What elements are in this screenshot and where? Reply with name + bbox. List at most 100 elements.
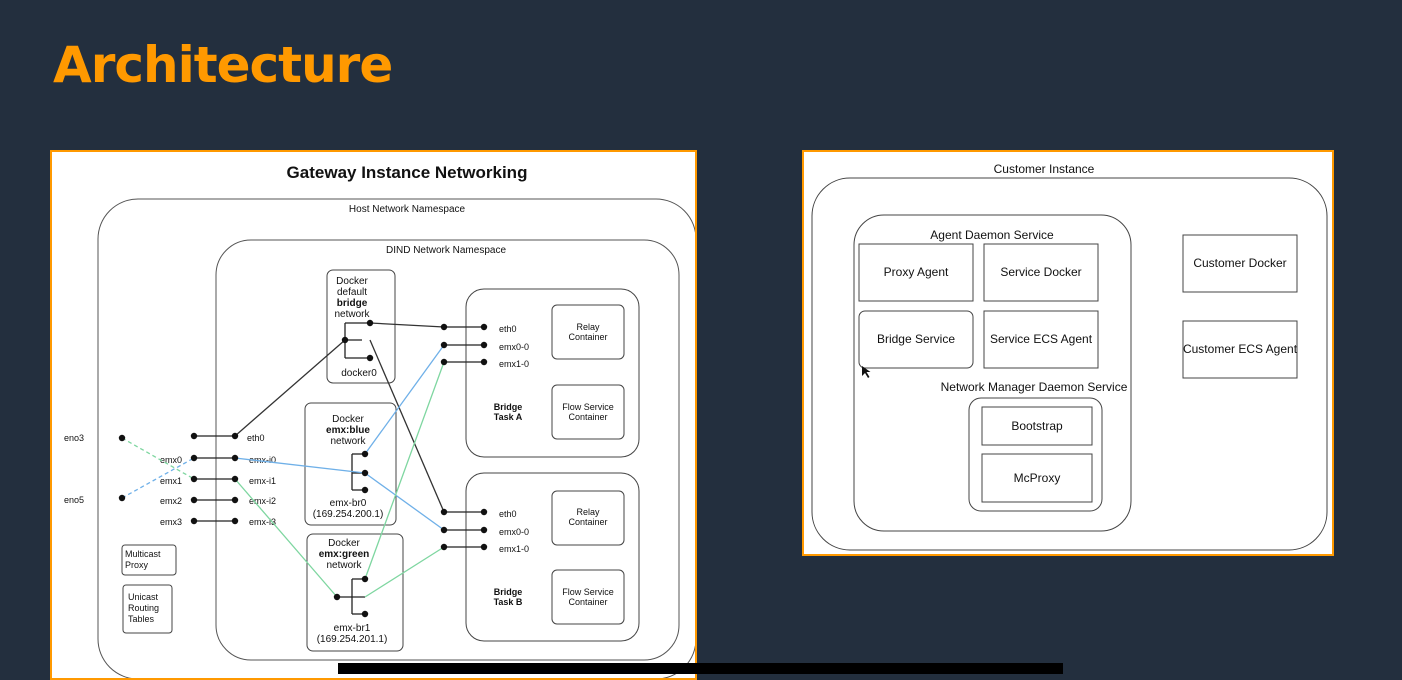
docker-green-line3: network xyxy=(326,560,362,571)
emx-br1-ip: (169.254.201.1) xyxy=(317,634,388,645)
link-docker0-taskA-eth0 xyxy=(369,322,445,328)
docker-blue-line1: Docker xyxy=(332,414,364,425)
dot-d-emx-i3 xyxy=(231,517,239,525)
docker-default-line3: bridge xyxy=(337,298,368,309)
task-a-label-line2: Task A xyxy=(494,412,523,422)
dot-ta-5 xyxy=(480,341,488,349)
link-green-taskB xyxy=(364,546,445,598)
customer-instance-box xyxy=(811,177,1328,551)
bridge-task-b-box xyxy=(465,472,640,642)
emx-br0-label: emx-br0 xyxy=(330,498,367,509)
customer-ecs-agent-label: Customer ECS Agent xyxy=(1183,342,1298,356)
dind-iface-emx-i3: emx-i3 xyxy=(249,517,276,527)
docker-default-bridge-box xyxy=(326,269,396,384)
dot-tb-1 xyxy=(440,508,448,516)
task-b-flow-container xyxy=(551,569,625,625)
multicast-proxy-box xyxy=(121,544,177,576)
gateway-title: Gateway Instance Networking xyxy=(287,163,528,182)
dot-tb-5 xyxy=(480,526,488,534)
dot-tb-2 xyxy=(440,526,448,534)
eno3-dashed-link xyxy=(121,437,195,480)
bridge-task-a-box xyxy=(465,288,640,458)
bootstrap-label: Bootstrap xyxy=(1011,419,1063,433)
link-docker0-taskB-eth0 xyxy=(369,339,445,513)
dot-green-2 xyxy=(333,593,341,601)
task-b-iface-emx1-0: emx1-0 xyxy=(499,544,529,554)
eno5-label: eno5 xyxy=(64,495,84,505)
dot-ta-2 xyxy=(440,341,448,349)
link-emx-i0-blue xyxy=(234,457,366,474)
dot-h-eth0 xyxy=(190,432,198,440)
dind-namespace-label: DIND Network Namespace xyxy=(386,245,506,256)
link-emx-i1-green xyxy=(234,478,338,598)
eno3-dot xyxy=(118,434,126,442)
bridge-service-box xyxy=(858,310,974,369)
task-a-flow-container xyxy=(551,384,625,440)
task-a-relay-line2: Container xyxy=(568,332,607,342)
link-blue-taskA xyxy=(364,344,445,455)
slide-title: Architecture xyxy=(53,36,393,94)
dind-iface-emx-i2: emx-i2 xyxy=(249,496,276,506)
customer-ecs-agent-box xyxy=(1182,320,1298,379)
proxy-agent-box xyxy=(858,243,974,302)
gateway-diagram-svg: Gateway Instance Networking Host Network… xyxy=(64,163,695,678)
docker-default-line1: Docker xyxy=(336,276,368,287)
docker-default-line2: default xyxy=(337,287,367,298)
service-ecs-agent-label: Service ECS Agent xyxy=(990,332,1093,346)
mcproxy-label: McProxy xyxy=(1014,471,1061,485)
dot-ta-3 xyxy=(440,358,448,366)
task-b-flow-line1: Flow Service xyxy=(562,587,614,597)
dot-tb-3 xyxy=(440,543,448,551)
task-b-relay-line1: Relay xyxy=(576,507,600,517)
host-namespace-label: Host Network Namespace xyxy=(349,204,466,215)
bootstrap-box xyxy=(981,406,1093,446)
dot-docker0-1 xyxy=(366,319,374,327)
dind-iface-emx-i0: emx-i0 xyxy=(249,455,276,465)
docker-green-line1: Docker xyxy=(328,538,360,549)
dot-blue-2 xyxy=(361,469,369,477)
dot-green-3 xyxy=(361,610,369,618)
dot-tb-6 xyxy=(480,543,488,551)
network-manager-box xyxy=(968,397,1103,512)
dot-tb-4 xyxy=(480,508,488,516)
host-iface-emx3: emx3 xyxy=(160,517,182,527)
unicast-routing-box xyxy=(122,584,173,634)
link-blue-taskB xyxy=(364,472,445,531)
dot-docker0-3 xyxy=(366,354,374,362)
link-eth0-docker0 xyxy=(234,339,346,437)
dot-d-emx-i0 xyxy=(231,454,239,462)
bridge-service-label: Bridge Service xyxy=(877,332,955,346)
emx-br1-label: emx-br1 xyxy=(334,623,371,634)
task-a-iface-emx0-0: emx0-0 xyxy=(499,342,529,352)
customer-instance-diagram: Customer Instance Agent Daemon Service P… xyxy=(802,150,1334,556)
docker-blue-line2: emx:blue xyxy=(326,425,370,436)
mcproxy-box xyxy=(981,453,1093,503)
service-ecs-agent-box xyxy=(983,310,1099,369)
eno5-dashed-link xyxy=(121,457,195,499)
unicast-line2: Routing xyxy=(128,603,159,613)
multicast-line1: Multicast xyxy=(125,549,161,559)
dot-ta-1 xyxy=(440,323,448,331)
host-iface-emx2: emx2 xyxy=(160,496,182,506)
task-a-flow-line2: Container xyxy=(568,412,607,422)
docker-green-line2: emx:green xyxy=(319,549,370,560)
agent-daemon-box xyxy=(853,214,1132,532)
host-iface-emx0: emx0 xyxy=(160,455,182,465)
task-a-iface-emx1-0: emx1-0 xyxy=(499,359,529,369)
task-b-relay-container xyxy=(551,490,625,546)
docker-blue-box xyxy=(304,402,397,526)
task-b-relay-line2: Container xyxy=(568,517,607,527)
link-green-taskA xyxy=(364,361,445,580)
task-a-flow-line1: Flow Service xyxy=(562,402,614,412)
dot-d-eth0 xyxy=(231,432,239,440)
dot-d-emx-i2 xyxy=(231,496,239,504)
dind-iface-eth0: eth0 xyxy=(247,433,265,443)
dot-d-emx-i1 xyxy=(231,475,239,483)
dot-h-emx2 xyxy=(190,496,198,504)
docker-blue-line3: network xyxy=(330,436,366,447)
customer-docker-label: Customer Docker xyxy=(1193,256,1286,270)
eno5-dot xyxy=(118,494,126,502)
agent-daemon-label: Agent Daemon Service xyxy=(930,228,1054,242)
task-a-relay-container xyxy=(551,304,625,360)
docker-green-box xyxy=(306,533,404,652)
